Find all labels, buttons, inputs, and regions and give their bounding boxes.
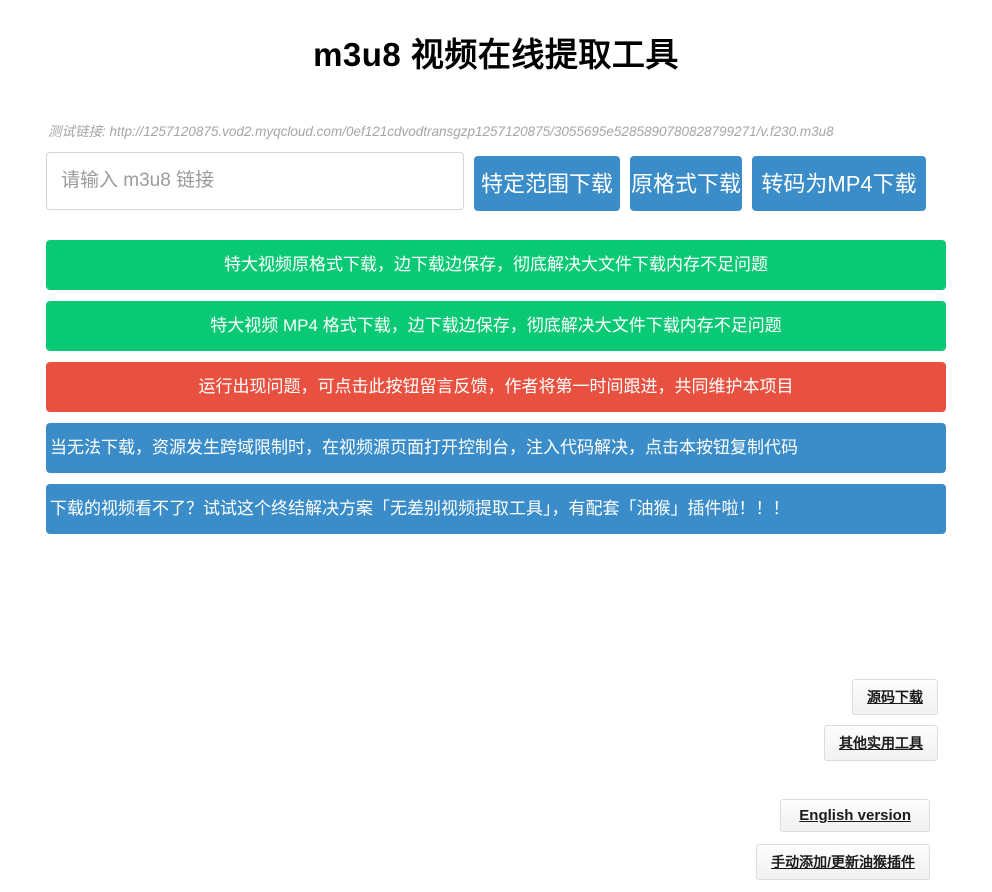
- banner-large-video-original-format[interactable]: 特大视频原格式下载，边下载边保存，彻底解决大文件下载内存不足问题: [46, 240, 946, 290]
- footer-button-group-primary: 源码下载 其他实用工具: [824, 679, 938, 771]
- page-title: m3u8 视频在线提取工具: [313, 36, 679, 73]
- banner-large-video-mp4-format[interactable]: 特大视频 MP4 格式下载，边下载边保存，彻底解决大文件下载内存不足问题: [46, 301, 946, 351]
- banner-button-list: 特大视频原格式下载，边下载边保存，彻底解决大文件下载内存不足问题 特大视频 MP…: [46, 240, 946, 534]
- banner-universal-extractor-plugin[interactable]: 下载的视频看不了？试试这个终结解决方案「无差别视频提取工具」，有配套「油猴」插件…: [46, 484, 946, 534]
- mp4-transcode-download-button[interactable]: 转码为MP4下载: [752, 156, 926, 211]
- test-link-label: 测试链接:: [48, 124, 106, 139]
- m3u8-url-input[interactable]: [46, 152, 464, 210]
- original-format-download-label: 原格式下载: [630, 171, 742, 196]
- banner-copy-cors-code[interactable]: 当无法下载，资源发生跨域限制时，在视频源页面打开控制台，注入代码解决，点击本按钮…: [46, 423, 946, 473]
- english-version-button[interactable]: English version: [780, 799, 930, 832]
- range-download-label: 特定范围下载: [480, 171, 614, 196]
- test-link-url[interactable]: http://1257120875.vod2.myqcloud.com/0ef1…: [109, 124, 834, 139]
- action-button-group: 特定范围下载 原格式下载 转码为MP4下载: [474, 152, 926, 211]
- mp4-transcode-download-label: 转码为MP4下载: [761, 171, 917, 196]
- range-download-button[interactable]: 特定范围下载: [474, 156, 620, 211]
- main-container: 测试链接: http://1257120875.vod2.myqcloud.co…: [46, 77, 946, 880]
- test-link-note: 测试链接: http://1257120875.vod2.myqcloud.co…: [48, 122, 946, 142]
- source-download-button[interactable]: 源码下载: [852, 679, 938, 715]
- install-update-userscript-button[interactable]: 手动添加/更新油猴插件: [756, 844, 930, 880]
- banner-feedback[interactable]: 运行出现问题，可点击此按钮留言反馈，作者将第一时间跟进，共同维护本项目: [46, 362, 946, 412]
- footer-button-group-secondary: English version 手动添加/更新油猴插件: [756, 799, 930, 892]
- original-format-download-button[interactable]: 原格式下载: [630, 156, 742, 211]
- input-row: 特定范围下载 原格式下载 转码为MP4下载: [46, 152, 946, 214]
- other-tools-button[interactable]: 其他实用工具: [824, 725, 938, 761]
